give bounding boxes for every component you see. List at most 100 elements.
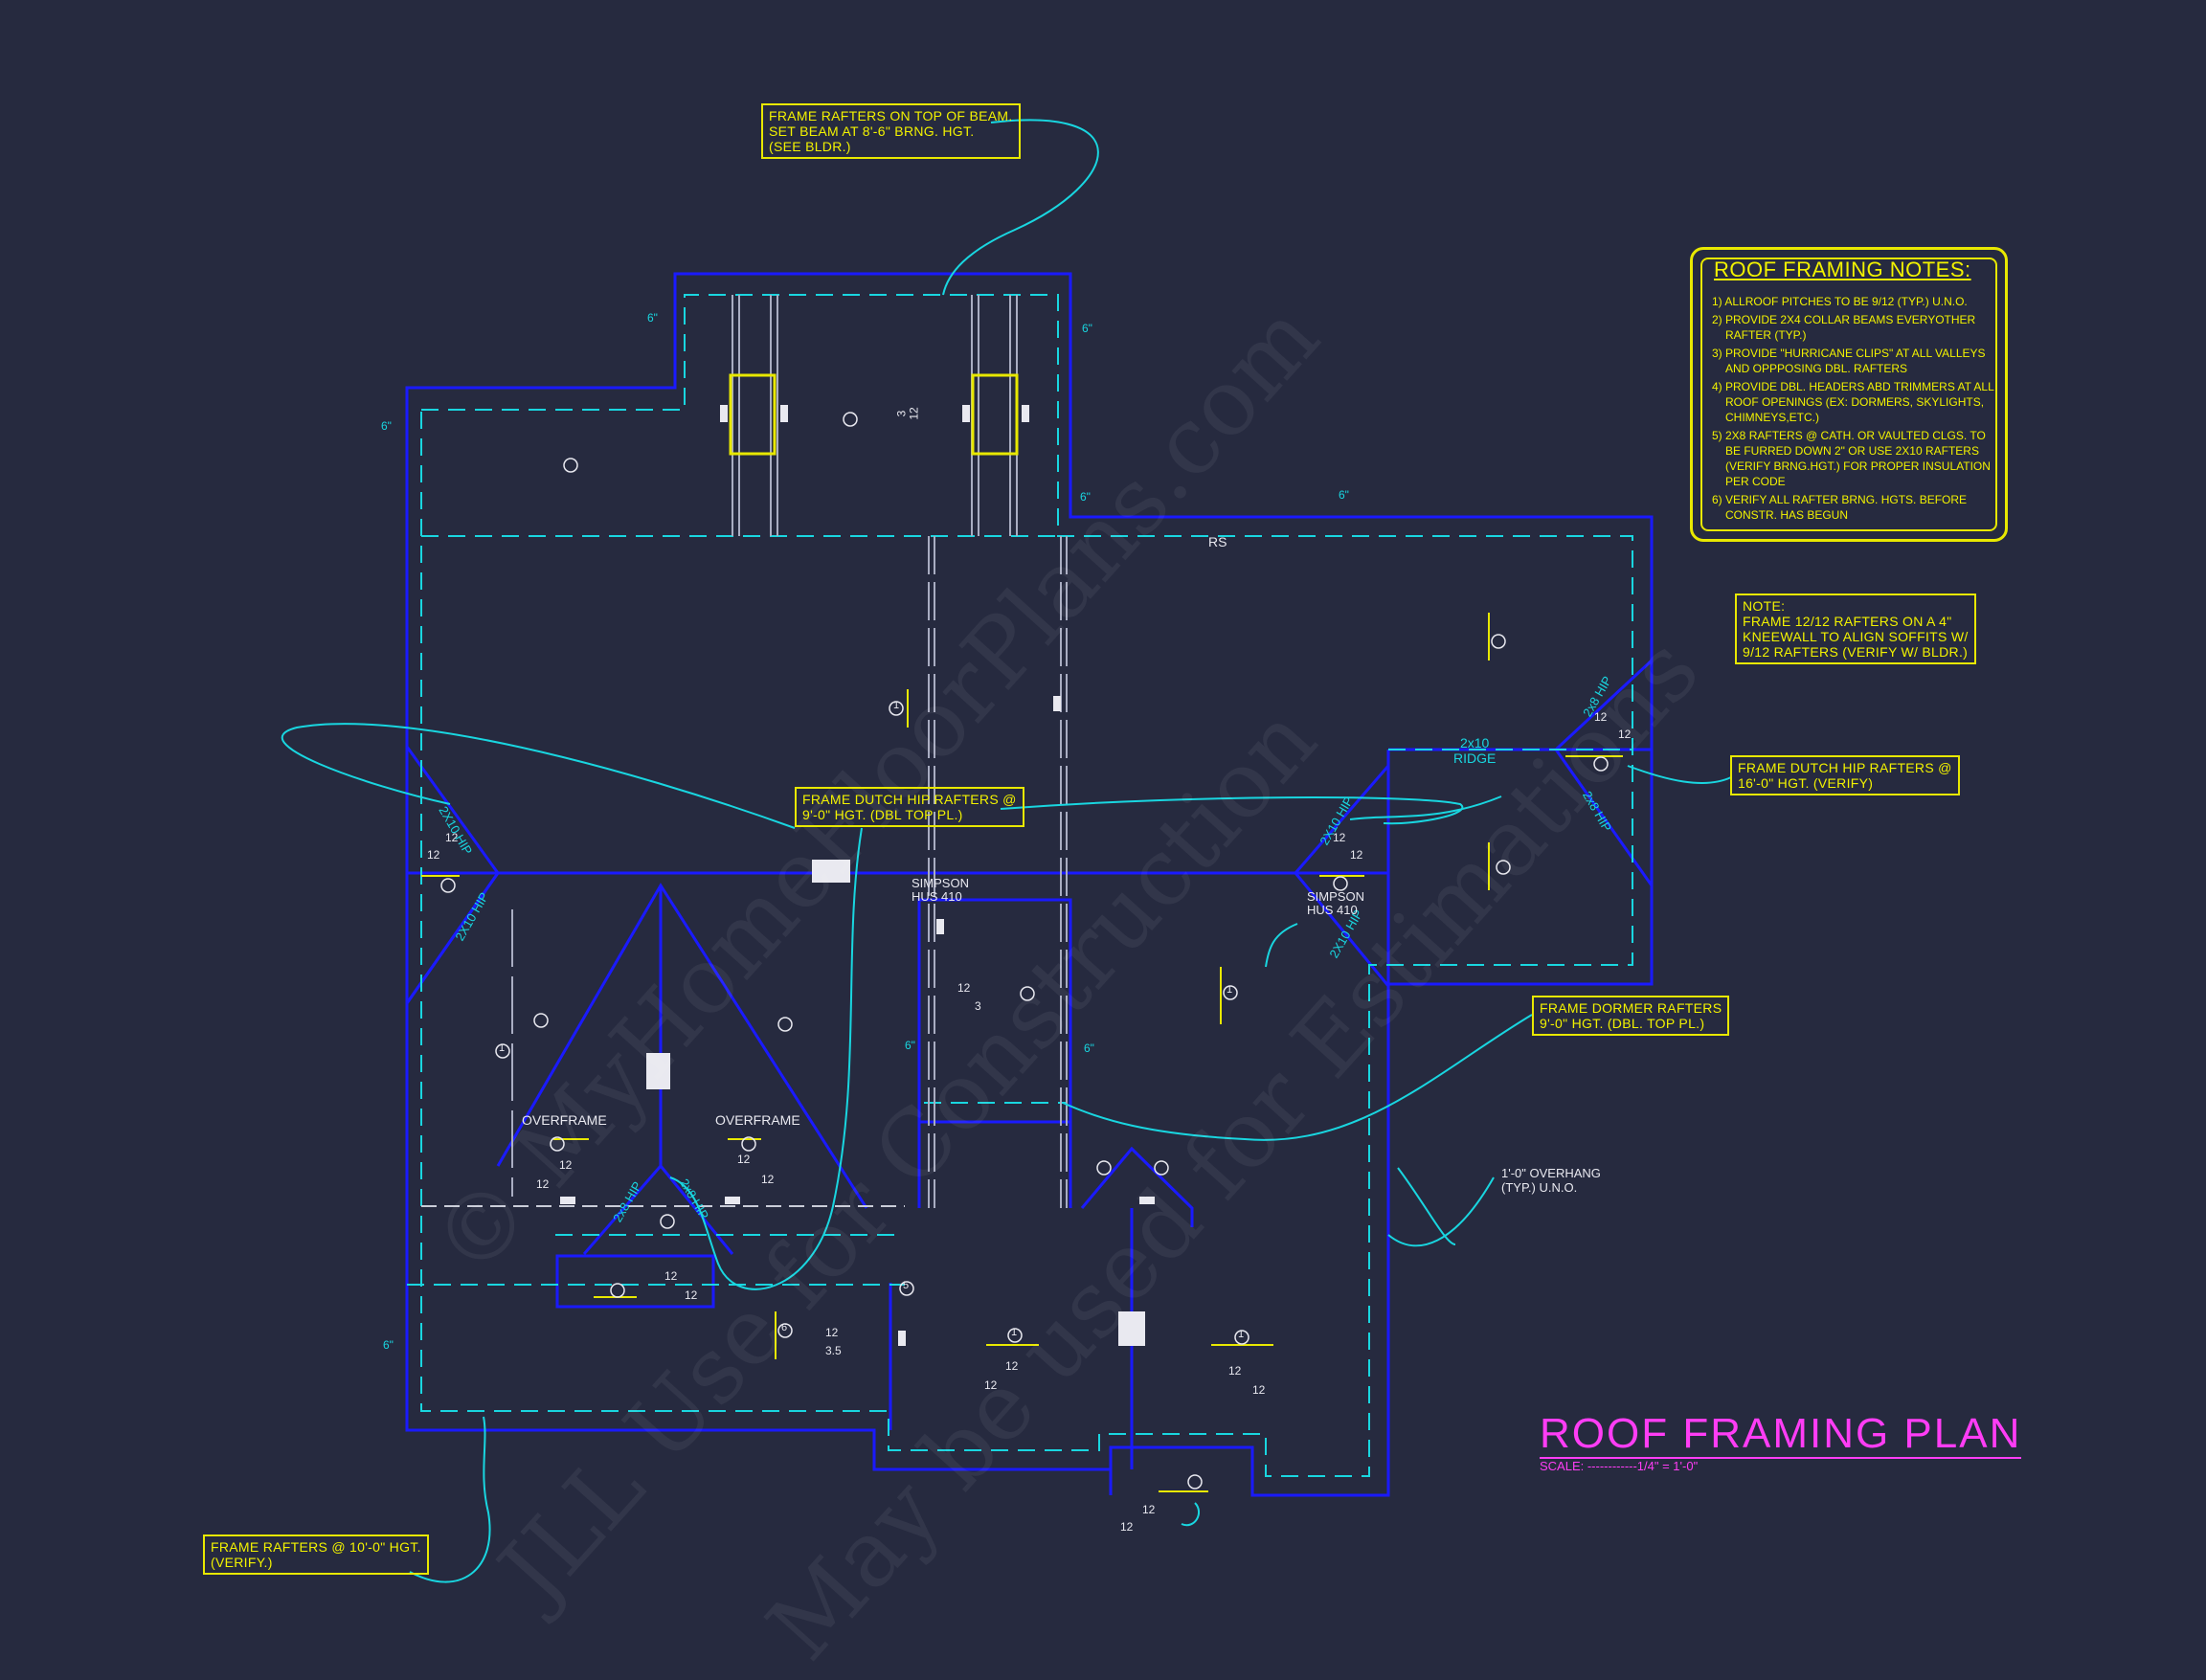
- leader-lines: [281, 119, 1732, 1583]
- dutch-hip-right-line-1: FRAME DUTCH HIP RAFTERS @: [1738, 760, 1952, 775]
- pitch-12-bl: 12: [1005, 1359, 1018, 1373]
- note-item: 4) PROVIDE DBL. HEADERS ABD TRIMMERS AT …: [1712, 380, 1994, 424]
- plan-title: ROOF FRAMING PLAN: [1540, 1410, 2022, 1459]
- overhang-label: 1'-0" OVERHANG (TYP.) U.N.O.: [1501, 1166, 1601, 1195]
- pitch-12-left: 12: [445, 831, 458, 844]
- roof-framing-notes: ROOF FRAMING NOTES: 1) ALLROOF PITCHES T…: [1690, 247, 2008, 542]
- wall-outlines: [405, 272, 1654, 1497]
- note-item: 2) PROVIDE 2x4 COLLAR BEAMS EVERYOTHER R…: [1712, 313, 1976, 342]
- pitch-12-br: 12: [1228, 1364, 1241, 1378]
- overframe-left-label: OVERFRAME: [522, 1112, 607, 1128]
- note-item: 3) PROVIDE "HURRICANE CLIPS" AT ALL VALL…: [1712, 347, 1986, 375]
- dim-6in-1: 6": [647, 311, 658, 325]
- pitch-12-of-right-b: 12: [761, 1173, 774, 1186]
- pitch-rise: 12: [445, 831, 459, 844]
- pitch-run: 3: [894, 410, 909, 417]
- dim-6in-5: 6": [1339, 488, 1349, 502]
- mark-1-b: 1: [499, 1042, 506, 1054]
- beams: [729, 373, 1019, 456]
- pitch-12-center-b: 12: [1350, 848, 1362, 862]
- dim-6in-7: 6": [1084, 1042, 1094, 1055]
- rafters-10ft-callout: FRAME RAFTERS @ 10'-0" HGT. (VERIFY.): [203, 1534, 429, 1575]
- dutch-hip-center-callout: FRAME DUTCH HIP RAFTERS @ 9'-0" HGT. (DB…: [795, 787, 1024, 827]
- simpson-right-line-2: HUS 410: [1307, 903, 1358, 917]
- beam-callout: FRAME RAFTERS ON TOP OF BEAM. SET BEAM A…: [761, 103, 1021, 159]
- dutch-hip-right-callout: FRAME DUTCH HIP RAFTERS @ 16'-0" HGT. (V…: [1730, 755, 1960, 795]
- pitch-12-bottom: 12: [1142, 1503, 1155, 1516]
- notes-inner-frame: [1700, 258, 1997, 531]
- pitch-12-3-mid-b: 3: [975, 999, 981, 1013]
- pitch-12-right: 12: [1594, 710, 1607, 724]
- simpson-left-line-2: HUS 410: [912, 889, 962, 904]
- pitch-12-of-right: 12: [737, 1153, 750, 1166]
- simpson-left-label: SIMPSON HUS 410: [912, 877, 969, 904]
- pitch-12-center: 12: [1333, 831, 1345, 844]
- overhang-line-2: (TYP.) U.N.O.: [1501, 1180, 1578, 1195]
- simpson-right-label: SIMPSON HUS 410: [1307, 890, 1364, 917]
- overframe-right-label: OVERFRAME: [715, 1112, 800, 1128]
- pitch-rise: 12: [737, 1153, 751, 1166]
- pitch-12-bl-b: 12: [984, 1378, 997, 1392]
- dim-6in-6: 6": [905, 1039, 915, 1052]
- rafters-10ft-line-1: FRAME RAFTERS @ 10'-0" HGT.: [211, 1539, 421, 1555]
- dutch-hip-center-line-1: FRAME DUTCH HIP RAFTERS @: [802, 792, 1017, 807]
- beam-callout-line-1: FRAME RAFTERS ON TOP OF BEAM.: [769, 108, 1013, 123]
- mark-1-a: 1: [893, 700, 900, 711]
- pitch-rise: 12: [1142, 1503, 1156, 1516]
- mark-6: 6: [781, 1322, 788, 1333]
- pitch-run: 12: [1350, 848, 1363, 862]
- dim-6in-3: 6": [381, 419, 392, 433]
- pitch-rise: 12: [1594, 710, 1608, 724]
- pitch-run: 3: [975, 999, 981, 1013]
- pitch-12-35: 12: [825, 1326, 838, 1339]
- kneewall-note: NOTE: FRAME 12/12 RAFTERS ON A 4" KNEEWA…: [1735, 594, 1976, 664]
- simpson-left-line-1: SIMPSON: [912, 876, 969, 890]
- pitch-12-of-left: 12: [559, 1158, 572, 1172]
- pitch-rise: 12: [664, 1269, 678, 1283]
- dim-6in-8: 6": [383, 1338, 394, 1352]
- dormer-callout-line-1: FRAME DORMER RAFTERS: [1540, 1000, 1722, 1016]
- pitch-12-br-b: 12: [1252, 1383, 1265, 1397]
- pitch-run: 12: [1618, 728, 1632, 741]
- pitch-12-lower: 12: [664, 1269, 677, 1283]
- pitch-12-lower-b: 12: [685, 1288, 697, 1302]
- mark-1-c: 1: [1227, 984, 1233, 996]
- pitch-12-right-b: 12: [1618, 728, 1631, 741]
- pitch-run: 12: [536, 1177, 550, 1191]
- pitch-rise: 12: [825, 1326, 839, 1339]
- pitch-run: 12: [1120, 1520, 1134, 1534]
- notes-list: 1) ALLROOF PITCHES TO BE 9/12 (TYP.) U.N…: [1712, 294, 1995, 526]
- pitch-run: 12: [984, 1378, 998, 1392]
- kneewall-note-line-4: 9/12 RAFTERS (VERIFY W/ BLDR.): [1743, 644, 1969, 660]
- note-item: 1) ALLROOF PITCHES TO BE 9/12 (TYP.) U.N…: [1712, 295, 1968, 308]
- notes-heading: ROOF FRAMING NOTES:: [1714, 258, 1971, 281]
- pitch-rise: 12: [559, 1158, 573, 1172]
- mark-1-e: 1: [1238, 1329, 1245, 1340]
- kneewall-note-line-1: NOTE:: [1743, 598, 1786, 614]
- overhang-line-1: 1'-0" OVERHANG: [1501, 1166, 1601, 1180]
- beam-callout-line-3: (SEE BLDR.): [769, 139, 851, 154]
- pitch-12-35-b: 3.5: [825, 1344, 842, 1357]
- note-item: 5) 2x8 RAFTERS @ CATH. OR VAULTED CLGS. …: [1712, 429, 1991, 488]
- pitch-run: 12: [761, 1173, 775, 1186]
- circle-markers: [440, 412, 1609, 1490]
- pitch-rise: 12: [1005, 1359, 1019, 1373]
- kneewall-note-line-2: FRAME 12/12 RAFTERS ON A 4": [1743, 614, 1952, 629]
- dormer-callout-line-2: 9'-0" HGT. (DBL. TOP PL.): [1540, 1016, 1705, 1031]
- pitch-run: 12: [427, 848, 440, 862]
- pitch-rise: 12: [1228, 1364, 1242, 1378]
- pitch-run: 3.5: [825, 1344, 842, 1357]
- pitch-rise: 12: [957, 981, 971, 995]
- rs-label: RS: [1208, 534, 1227, 549]
- pitch-rise: 12: [1333, 831, 1346, 844]
- pitch-12-of-left-b: 12: [536, 1177, 549, 1191]
- ridge-label-text: RIDGE: [1453, 750, 1497, 766]
- pitch-12-3-top: 3 12: [894, 407, 920, 420]
- dutch-hip-center-line-2: 9'-0" HGT. (DBL TOP PL.): [802, 807, 963, 822]
- plan-scale: SCALE: ------------1/4" = 1'-0": [1540, 1459, 1699, 1473]
- pitch-run: 12: [1252, 1383, 1266, 1397]
- ridge-label: 2x10 RIDGE: [1453, 735, 1496, 766]
- dim-6in-2: 6": [1082, 322, 1092, 335]
- mark-5: 5: [903, 1280, 910, 1291]
